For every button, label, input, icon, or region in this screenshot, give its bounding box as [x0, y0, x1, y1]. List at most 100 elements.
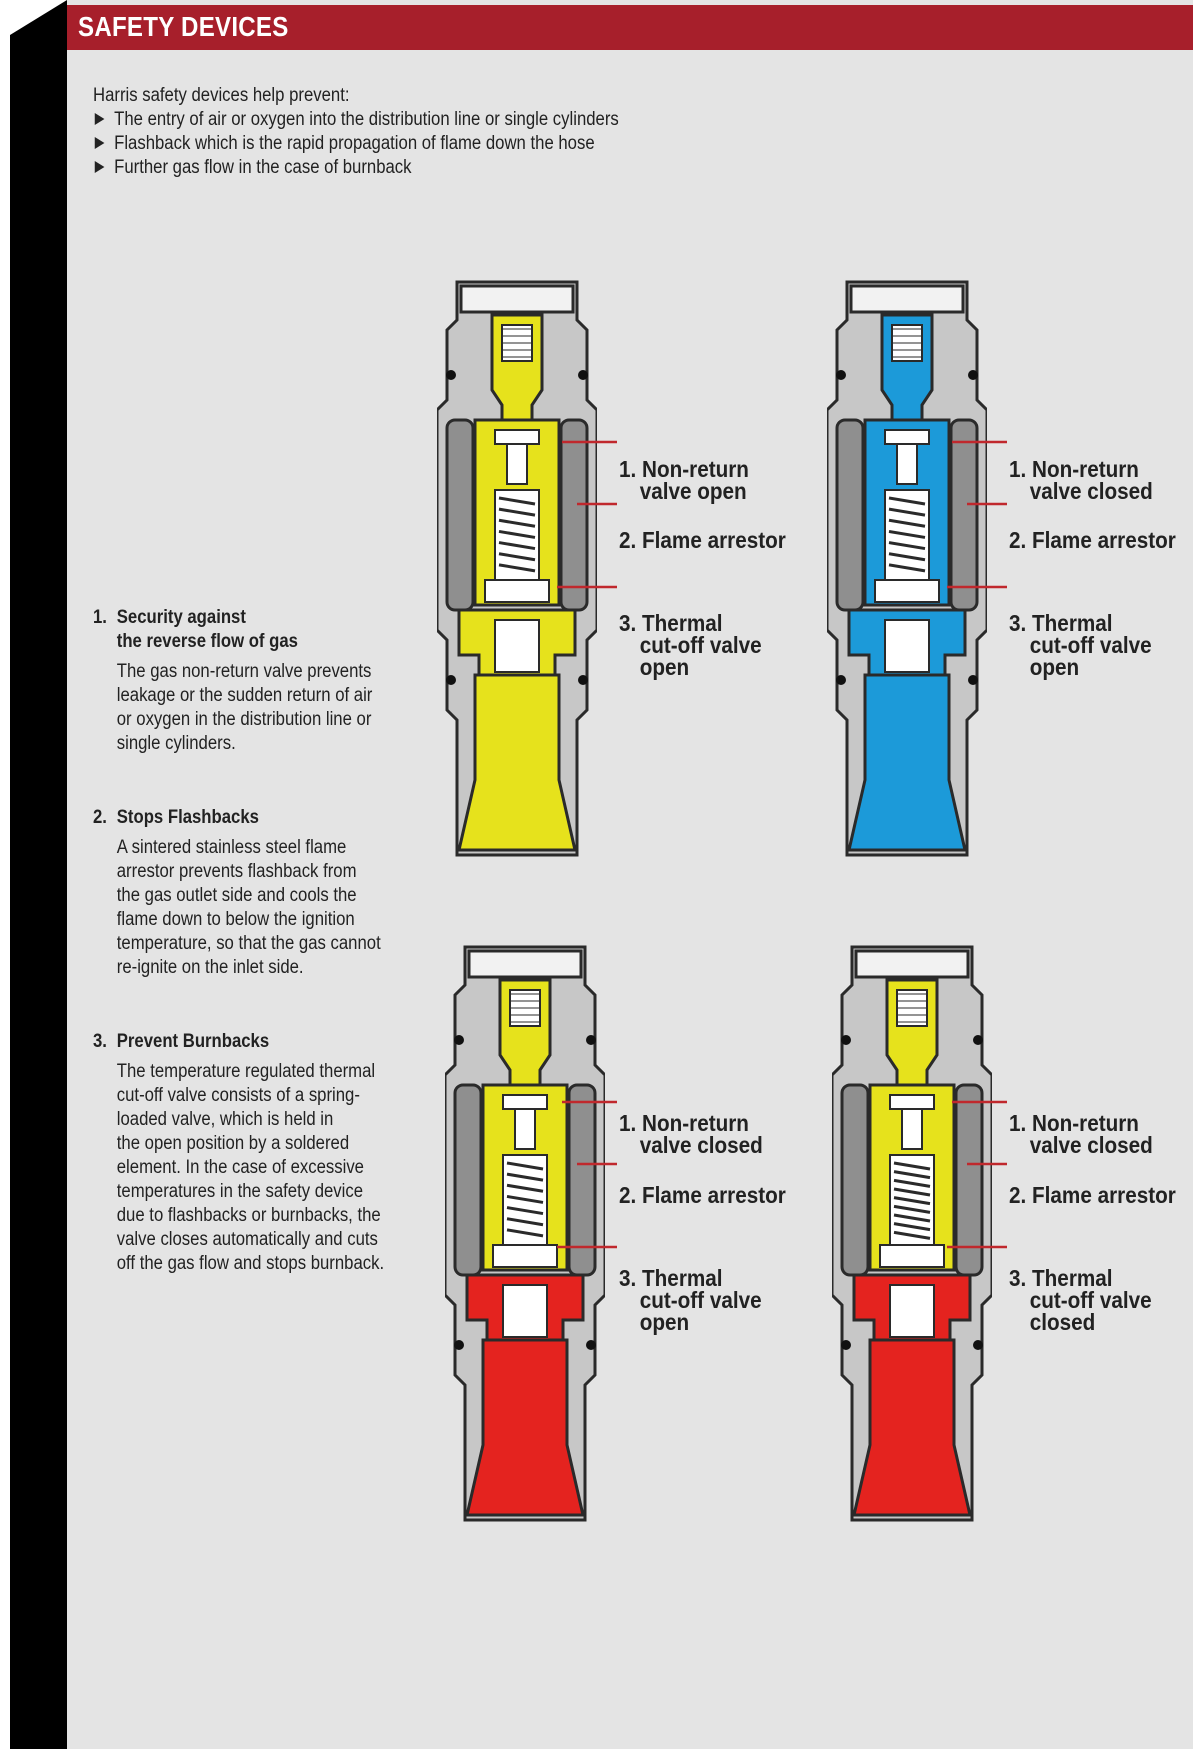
feature-body-line: off the gas flow and stops burnback. — [116, 1253, 385, 1274]
spring-coil-icon — [888, 529, 926, 539]
o-ring-icon — [968, 675, 978, 685]
intro-item-text: Further gas flow in the case of burnback — [114, 157, 412, 178]
spring-coil-icon — [506, 1206, 544, 1216]
flame-arrestor-left — [835, 418, 865, 612]
spine-bevel — [10, 0, 67, 35]
callout-lines — [557, 1100, 617, 1249]
thermal-cutoff-valve — [874, 579, 940, 603]
callout-lines — [947, 1100, 1007, 1249]
outlet-nozzle — [465, 1338, 585, 1517]
black-spine — [0, 0, 67, 1749]
spring-coil-icon — [893, 1178, 931, 1188]
feature-number: 3. — [93, 1031, 107, 1052]
spring-coil-icon — [506, 1172, 544, 1182]
valve-stem — [896, 443, 918, 485]
spring-coil-icon — [506, 1194, 544, 1204]
non-return-valve-seat — [502, 1094, 548, 1110]
outlet-nozzle — [847, 673, 967, 852]
label-flame-arrestor: 2. Flame arrestor — [619, 527, 786, 553]
intro-item: The entry of air or oxygen into the dist… — [93, 108, 619, 132]
callout-lines — [947, 440, 1007, 589]
triangle-bullet-icon — [94, 113, 105, 125]
spring-coil-icon — [498, 529, 536, 539]
spring-coil-icon — [893, 1161, 931, 1171]
feature-body-line: single cylinders. — [116, 733, 236, 754]
valve-diagram-top-right — [827, 280, 987, 857]
intro-list: The entry of air or oxygen into the dist… — [93, 108, 619, 180]
label-line: 3. Thermal — [1009, 610, 1113, 636]
label-thermal-cutoff: 3. Thermal cut-off valve open — [619, 612, 762, 680]
label-line: valve closed — [1029, 1132, 1153, 1158]
spring-coil-icon — [498, 518, 536, 528]
spring-coil-icon — [498, 507, 536, 517]
spring-coil-icon — [506, 1217, 544, 1227]
o-ring-icon — [454, 1035, 464, 1045]
label-line: 1. Non-return — [1009, 456, 1139, 482]
feature-title-line: Prevent Burnbacks — [116, 1031, 270, 1052]
label-flame-arrestor: 2. Flame arrestor — [1009, 527, 1176, 553]
o-ring-icon — [586, 1340, 596, 1350]
valve-stem — [506, 443, 528, 485]
o-ring-icon — [841, 1340, 851, 1350]
label-line: 3. Thermal — [1009, 1265, 1113, 1291]
spring-coil-icon — [893, 1170, 931, 1180]
page-title: SAFETY DEVICES — [78, 11, 289, 42]
o-ring-icon — [841, 1035, 851, 1045]
spring-coil-icon — [506, 1228, 544, 1238]
o-ring-icon — [454, 1340, 464, 1350]
valve-stem — [514, 1108, 536, 1150]
feature-burnback: 3. Prevent Burnbacks The temperature reg… — [93, 1030, 384, 1276]
feature-title: Stops Flashbacks — [117, 806, 381, 830]
o-ring-icon — [578, 675, 588, 685]
feature-body: The temperature regulated thermal cut-of… — [117, 1060, 384, 1276]
thermal-cutoff-valve — [879, 1244, 945, 1268]
spring-coil-icon — [888, 507, 926, 517]
label-non-return: 1. Non-return valve open — [619, 458, 749, 503]
flame-arrestor-left — [840, 1083, 870, 1277]
spring-coil-icon — [506, 1183, 544, 1193]
intro-item: Flashback which is the rapid propagation… — [93, 132, 619, 156]
o-ring-icon — [446, 370, 456, 380]
feature-number: 2. — [93, 807, 107, 828]
outlet-nozzle — [457, 673, 577, 852]
spring-coil-icon — [893, 1196, 931, 1206]
outlet-insert — [494, 619, 540, 673]
label-line: 1. Non-return — [619, 1110, 749, 1136]
thermal-cutoff-valve — [492, 1244, 558, 1268]
feature-body-line: The gas non-return valve prevents — [116, 661, 372, 682]
spring-coil-icon — [893, 1230, 931, 1240]
spring-coil-icon — [893, 1213, 931, 1223]
feature-body-line: or oxygen in the distribution line or — [116, 709, 372, 730]
feature-body-line: cut-off valve consists of a spring- — [116, 1085, 360, 1106]
spring-coil-icon — [498, 541, 536, 551]
valve-diagram-bottom-left — [445, 945, 605, 1522]
intro: Harris safety devices help prevent: The … — [93, 84, 619, 180]
feature-body-line: A sintered stainless steel flame — [116, 837, 347, 858]
intro-item-text: Flashback which is the rapid propagation… — [114, 133, 595, 154]
spring-coil-icon — [888, 552, 926, 562]
housing-cap — [854, 949, 970, 979]
outlet-insert — [889, 1284, 935, 1338]
valve-diagram-bottom-right — [832, 945, 992, 1522]
label-thermal-cutoff: 3. Thermal cut-off valve open — [1009, 610, 1152, 679]
label-line: cut-off valve — [1029, 632, 1152, 658]
feature-body-line: loaded valve, which is held in — [116, 1109, 334, 1130]
intro-item: Further gas flow in the case of burnback — [93, 156, 619, 180]
spring-coil-icon — [498, 552, 536, 562]
non-return-valve-seat — [494, 429, 540, 445]
feature-body-line: the gas outlet side and cools the — [116, 885, 357, 906]
label-line: 1. Non-return — [1009, 1110, 1139, 1136]
outlet-insert — [884, 619, 930, 673]
label-flame-arrestor: 2. Flame arrestor — [619, 1182, 786, 1208]
label-line: open — [639, 654, 690, 680]
flame-arrestor-left — [453, 1083, 483, 1277]
feature-number: 1. — [93, 607, 107, 628]
spring-coil-icon — [498, 496, 536, 506]
feature-title-line: the reverse flow of gas — [116, 631, 298, 652]
page: SAFETY DEVICES Harris safety devices hel… — [67, 0, 1193, 1749]
feature-body-line: element. In the case of excessive — [116, 1157, 364, 1178]
o-ring-icon — [973, 1035, 983, 1045]
label-line: valve closed — [639, 1132, 763, 1158]
label-non-return: 1. Non-return valve closed — [1009, 456, 1153, 503]
feature-body-line: flame down to below the ignition — [116, 909, 355, 930]
